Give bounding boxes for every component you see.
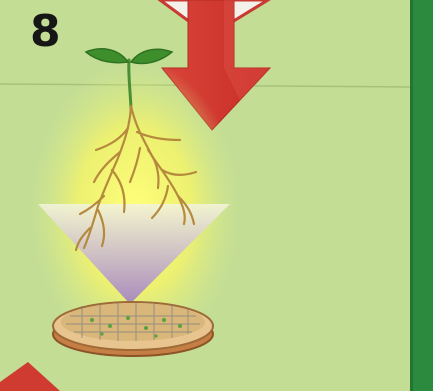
petri-dish: [53, 302, 213, 356]
green-border-strip: [410, 0, 433, 391]
step-number: 8: [30, 4, 61, 60]
